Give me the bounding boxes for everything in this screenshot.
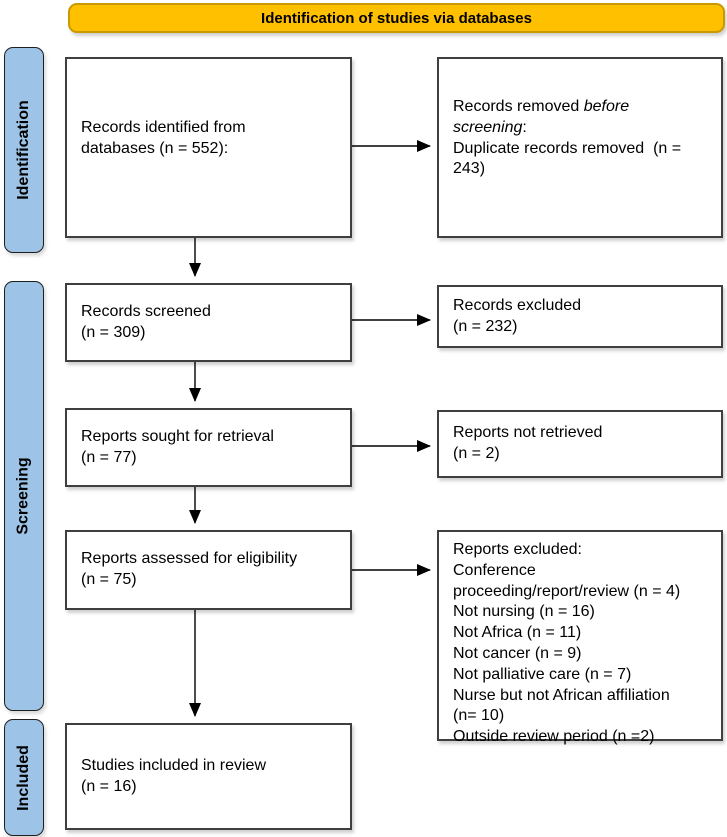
box-studies-included: Studies included in review (n = 16) [65, 723, 352, 830]
banner-identification-via-databases: Identification of studies via databases [68, 3, 725, 33]
box-records-screened-text: Records screened (n = 309) [81, 302, 211, 341]
box-reports-not-retrieved: Reports not retrieved (n = 2) [437, 410, 723, 478]
records-removed-prefix: Records removed [453, 97, 584, 115]
stage-screening-label: Screening [15, 457, 33, 535]
box-records-identified: Records identified from databases (n = 5… [65, 57, 352, 238]
box-reports-assessed-text: Reports assessed for eligibility (n = 75… [81, 550, 298, 588]
stage-identification: Identification [4, 47, 44, 253]
stage-identification-label: Identification [15, 100, 32, 200]
stage-screening: Screening [4, 281, 44, 711]
box-reports-sought: Reports sought for retrieval (n = 77) [65, 408, 352, 487]
banner-label: Identification of studies via databases [261, 9, 532, 27]
box-reports-sought-text: Reports sought for retrieval (n = 77) [81, 427, 274, 466]
box-studies-included-text: Studies included in review (n = 16) [81, 756, 266, 795]
records-removed-suffix: : Duplicate records removed (n = 243) [453, 118, 682, 178]
box-records-removed-before-screening: Records removed before screening: Duplic… [437, 57, 723, 238]
box-reports-excluded: Reports excluded: Conference proceeding/… [437, 530, 723, 745]
records-removed-italic: before screening [453, 97, 630, 136]
box-records-excluded-text: Records excluded (n = 232) [453, 296, 582, 335]
box-records-removed-text: Records removed before screening: Duplic… [439, 97, 693, 180]
box-records-screened: Records screened (n = 309) [65, 283, 352, 362]
stage-included-label: Included [15, 744, 32, 811]
box-reports-not-retrieved-text: Reports not retrieved (n = 2) [453, 424, 603, 462]
box-records-identified-text: Records identified from databases (n = 5… [81, 118, 246, 157]
box-reports-assessed: Reports assessed for eligibility (n = 75… [65, 530, 352, 610]
box-reports-excluded-text: Reports excluded: Conference proceeding/… [453, 541, 681, 746]
stage-included: Included [4, 719, 44, 836]
box-records-excluded: Records excluded (n = 232) [437, 285, 723, 348]
